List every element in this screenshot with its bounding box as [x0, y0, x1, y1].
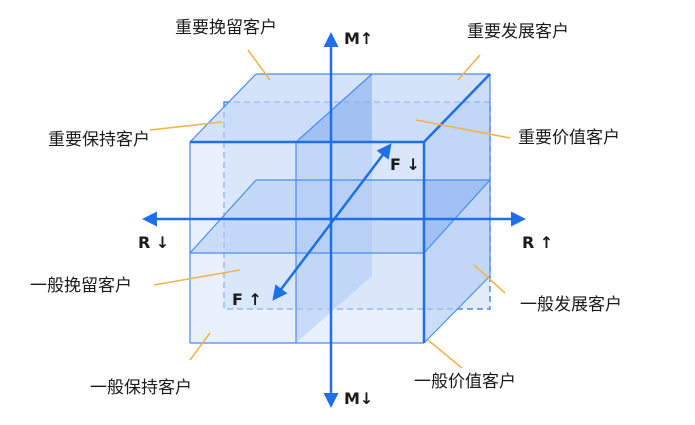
leader-lines	[149, 49, 511, 369]
arrow-down-icon: ↓	[359, 389, 374, 408]
axis-label-r-up: R ↑	[522, 233, 554, 252]
label-general-develop: 一般发展客户	[520, 295, 622, 315]
cube-edges	[189, 73, 491, 344]
axis-f	[272, 143, 392, 301]
axis-label-f-up: F ↑	[232, 290, 262, 309]
label-general-keep: 一般保持客户	[90, 378, 192, 398]
axis-label-f-down: F ↓	[390, 155, 420, 174]
axis-label-r-down: R ↓	[138, 233, 170, 252]
label-important-develop: 重要发展客户	[467, 22, 569, 42]
arrow-up-icon: ↑	[359, 29, 374, 48]
arrow-up-icon: ↑	[539, 233, 554, 252]
arrow-down-icon: ↓	[406, 155, 420, 174]
label-important-keep: 重要保持客户	[48, 130, 150, 150]
label-general-retain: 一般挽留客户	[30, 276, 132, 296]
label-important-value: 重要价值客户	[518, 128, 620, 148]
cube-front-face	[190, 142, 424, 343]
label-general-value: 一般价值客户	[414, 372, 516, 392]
cube-bold-edges	[190, 73, 491, 343]
label-important-retain: 重要挽留客户	[175, 18, 277, 38]
axis-label-m-down: M↓	[344, 389, 374, 408]
arrow-down-icon: ↓	[155, 233, 170, 252]
arrow-up-icon: ↑	[248, 290, 262, 309]
axis-label-m-up: M↑	[344, 29, 374, 48]
